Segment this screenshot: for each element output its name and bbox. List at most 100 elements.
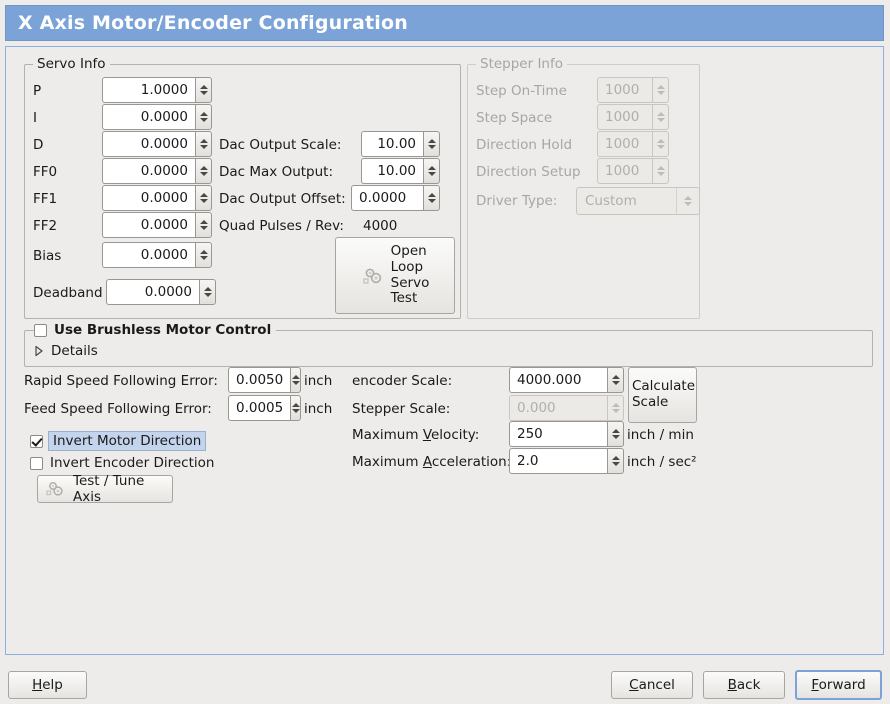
feed-speed-following-error-value[interactable]: 0.0005	[228, 395, 291, 421]
step-on-time-spin[interactable]: 1000	[597, 77, 669, 103]
servo-spin-bias-buttons[interactable]	[195, 242, 212, 268]
servo-spin-ff0-value[interactable]: 0.0000	[102, 158, 195, 184]
servo-spin-i[interactable]: 0.0000	[102, 104, 212, 130]
maximum-velocity-buttons[interactable]	[607, 421, 624, 447]
invert-encoder-direction-box[interactable]	[30, 456, 43, 470]
stepper-scale-value[interactable]: 0.000	[509, 395, 607, 421]
cancel-button[interactable]: Cancel	[611, 671, 693, 699]
step-space-value[interactable]: 1000	[597, 104, 652, 130]
rapid-speed-following-error-spin[interactable]: 0.0050	[228, 367, 301, 393]
step-on-time-buttons[interactable]	[652, 77, 669, 103]
direction-hold-value[interactable]: 1000	[597, 131, 652, 157]
title-bar: X Axis Motor/Encoder Configuration	[5, 5, 884, 41]
servo-spin-ff0[interactable]: 0.0000	[102, 158, 212, 184]
servo-spin-ff2-buttons[interactable]	[195, 212, 212, 238]
calculate-scale-line-2: Scale	[631, 394, 669, 410]
dac-output-offset-buttons[interactable]	[423, 185, 440, 211]
driver-type-combo[interactable]: Custom	[576, 187, 700, 215]
maximum-velocity-unit: inch / min	[627, 427, 694, 443]
stepper-scale-buttons[interactable]	[607, 395, 624, 421]
forward-button[interactable]: Forward	[795, 670, 882, 700]
servo-spin-d[interactable]: 0.0000	[102, 131, 212, 157]
details-disclosure[interactable]: Details	[34, 343, 98, 359]
servo-spin-i-buttons[interactable]	[195, 104, 212, 130]
direction-hold-buttons[interactable]	[652, 131, 669, 157]
servo-spin-deadband-buttons[interactable]	[199, 279, 216, 305]
servo-spin-i-value[interactable]: 0.0000	[102, 104, 195, 130]
servo-spin-p[interactable]: 1.0000	[102, 77, 212, 103]
chevron-updown-icon[interactable]	[676, 188, 699, 214]
open-loop-line-3: Servo	[390, 274, 430, 291]
servo-spin-deadband[interactable]: 0.0000	[106, 279, 216, 305]
servo-spin-ff2-value[interactable]: 0.0000	[102, 212, 195, 238]
invert-motor-direction-box[interactable]	[30, 434, 43, 448]
direction-setup-spin[interactable]: 1000	[597, 158, 669, 184]
servo-spin-ff1-value[interactable]: 0.0000	[102, 185, 195, 211]
step-on-time-value[interactable]: 1000	[597, 77, 652, 103]
direction-hold-spin[interactable]: 1000	[597, 131, 669, 157]
invert-motor-direction-label: Invert Motor Direction	[48, 431, 207, 451]
maximum-velocity-label-key: V	[422, 427, 431, 443]
use-brushless-motor-control-checkbox[interactable]: Use Brushless Motor Control	[34, 322, 277, 338]
invert-motor-direction-checkbox[interactable]: Invert Motor Direction	[30, 431, 207, 451]
dac-max-output-spin[interactable]: 10.00	[361, 158, 440, 184]
servo-spin-bias[interactable]: 0.0000	[102, 242, 212, 268]
direction-setup-value[interactable]: 1000	[597, 158, 652, 184]
brushless-checkbox-box[interactable]	[34, 323, 47, 337]
rapid-speed-following-error-buttons[interactable]	[290, 367, 301, 393]
quad-pulses-label: Quad Pulses / Rev:	[219, 218, 344, 234]
open-loop-servo-test-button[interactable]: Open Loop Servo Test	[335, 237, 455, 314]
forward-label-post: orward	[818, 677, 866, 693]
dac-output-offset-spin[interactable]: 0.0000	[351, 185, 440, 211]
use-brushless-motor-control-label: Use Brushless Motor Control	[54, 322, 272, 338]
stepper-scale-spin[interactable]: 0.000	[509, 395, 624, 421]
dac-output-scale-buttons[interactable]	[423, 131, 440, 157]
encoder-scale-spin[interactable]: 4000.000	[509, 367, 624, 393]
dac-output-scale-value[interactable]: 10.00	[361, 131, 423, 157]
help-label: Help	[32, 677, 63, 693]
maximum-velocity-label-pre: Maximum	[352, 427, 423, 443]
encoder-scale-label: encoder Scale:	[352, 373, 453, 389]
servo-spin-ff0-buttons[interactable]	[195, 158, 212, 184]
step-space-spin[interactable]: 1000	[597, 104, 669, 130]
maximum-acceleration-spin[interactable]: 2.0	[509, 448, 624, 474]
direction-setup-buttons[interactable]	[652, 158, 669, 184]
feed-speed-following-error-buttons[interactable]	[290, 395, 301, 421]
dac-output-offset-value[interactable]: 0.0000	[351, 185, 423, 211]
rapid-speed-following-error-value[interactable]: 0.0050	[228, 367, 291, 393]
servo-spin-p-value[interactable]: 1.0000	[102, 77, 195, 103]
servo-spin-ff2[interactable]: 0.0000	[102, 212, 212, 238]
maximum-velocity-label: Maximum Velocity:	[352, 427, 479, 443]
maximum-velocity-value[interactable]: 250	[509, 421, 607, 447]
servo-label-ff0: FF0	[33, 164, 58, 180]
servo-spin-d-value[interactable]: 0.0000	[102, 131, 195, 157]
servo-spin-p-buttons[interactable]	[195, 77, 212, 103]
dac-max-output-buttons[interactable]	[423, 158, 440, 184]
back-button[interactable]: Back	[703, 671, 785, 699]
test-tune-axis-button[interactable]: Test / Tune Axis	[37, 473, 173, 505]
servo-spin-ff1-buttons[interactable]	[195, 185, 212, 211]
direction-setup-label: Direction Setup	[476, 164, 581, 180]
encoder-scale-value[interactable]: 4000.000	[509, 367, 607, 393]
dac-output-scale-spin[interactable]: 10.00	[361, 131, 440, 157]
maximum-acceleration-value[interactable]: 2.0	[509, 448, 607, 474]
feed-speed-following-error-label: Feed Speed Following Error:	[24, 401, 212, 417]
forward-label: Forward	[811, 677, 865, 693]
servo-spin-deadband-value[interactable]: 0.0000	[106, 279, 199, 305]
maximum-acceleration-buttons[interactable]	[607, 448, 624, 474]
triangle-right-icon[interactable]	[34, 345, 44, 357]
maximum-velocity-spin[interactable]: 250	[509, 421, 624, 447]
cancel-label: Cancel	[629, 677, 675, 693]
invert-encoder-direction-checkbox[interactable]: Invert Encoder Direction	[30, 455, 214, 471]
servo-spin-d-buttons[interactable]	[195, 131, 212, 157]
servo-spin-bias-value[interactable]: 0.0000	[102, 242, 195, 268]
step-space-buttons[interactable]	[652, 104, 669, 130]
maximum-acceleration-unit: inch / sec²	[627, 454, 697, 470]
encoder-scale-buttons[interactable]	[607, 367, 624, 393]
help-button[interactable]: Help	[8, 671, 87, 699]
calculate-scale-button[interactable]: Calculate Scale	[628, 367, 697, 423]
servo-spin-ff1[interactable]: 0.0000	[102, 185, 212, 211]
servo-label-bias: Bias	[33, 248, 62, 264]
feed-speed-following-error-spin[interactable]: 0.0005	[228, 395, 301, 421]
dac-max-output-value[interactable]: 10.00	[361, 158, 423, 184]
